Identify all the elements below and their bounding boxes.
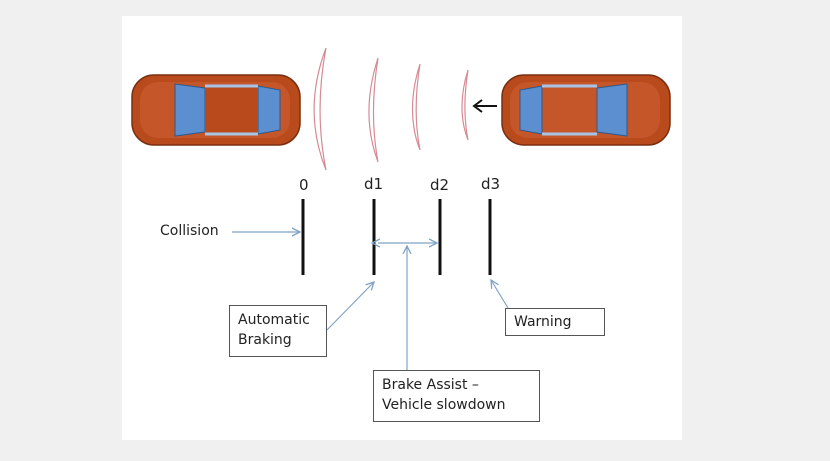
automatic-braking-line2: Braking [238,332,292,348]
brake-assist-line1: Brake Assist – [382,377,479,393]
radar-waves [313,47,469,171]
automatic-braking-box: Automatic Braking [229,305,327,357]
brake-assist-box: Brake Assist – Vehicle slowdown [373,370,540,422]
warning-label: Warning [514,314,572,330]
left-car [131,74,301,146]
marker-label-d1: d1 [364,175,384,193]
marker-label-0: 0 [299,176,309,194]
automatic-braking-line1: Automatic [238,312,310,328]
right-car [501,74,671,146]
marker-label-d2: d2 [430,176,450,194]
warning-arrow [491,280,509,309]
marker-label-d3: d3 [481,175,501,193]
brake-assist-line2: Vehicle slowdown [382,397,506,413]
collision-label: Collision [160,223,219,239]
automatic-braking-arrow [326,282,374,331]
approach-arrow [472,99,497,113]
warning-box: Warning [505,308,605,336]
